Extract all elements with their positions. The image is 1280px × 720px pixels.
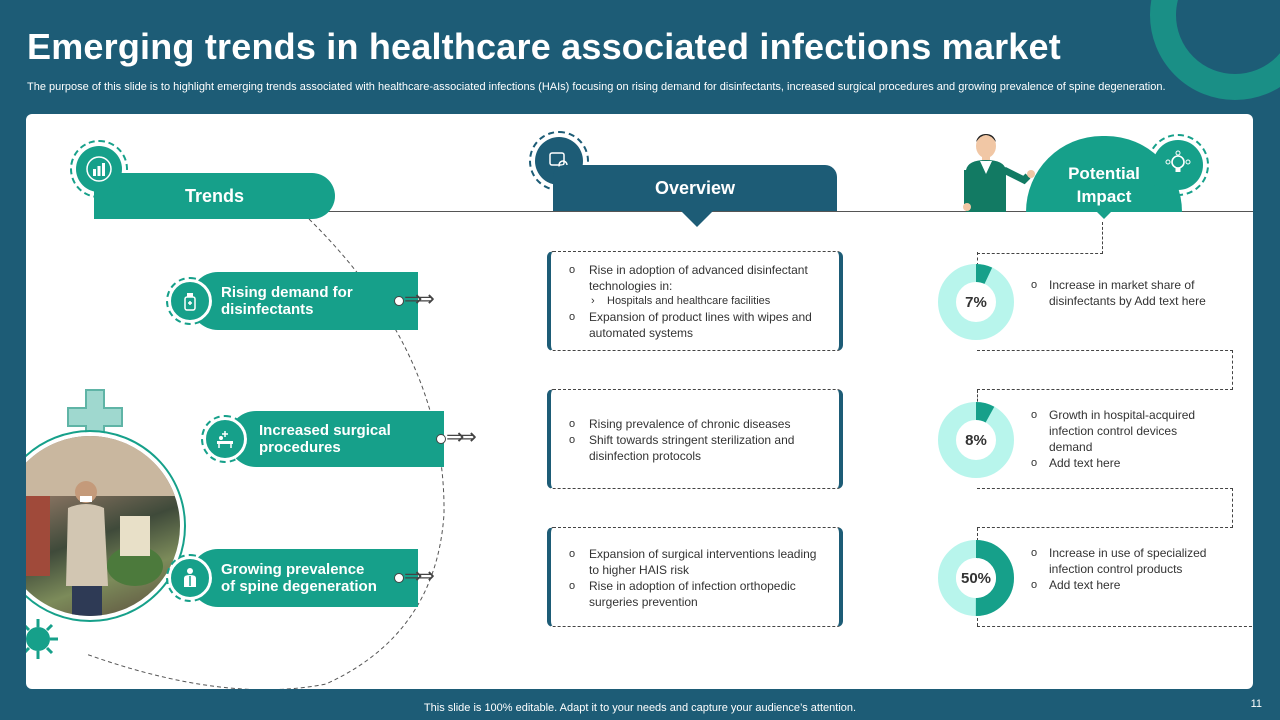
impact-1-arc	[938, 264, 1014, 340]
impact-connector-top	[977, 222, 1103, 254]
trends-arc	[85, 218, 445, 689]
header-divider	[326, 211, 1253, 212]
impact-donut-3: 50%	[937, 539, 1015, 617]
trends-header: Trends	[94, 173, 335, 219]
idea-bulb-icon	[1153, 140, 1203, 190]
trend-3-arrow: ⇒⇒	[404, 563, 435, 588]
trend-3-line1: Growing prevalence	[221, 561, 365, 578]
spine-person-icon	[166, 554, 214, 602]
overview-1-sub-bullet: Hospitals and healthcare facilities	[565, 294, 829, 309]
impact-donut-2: 8%	[937, 401, 1015, 479]
disinfectant-icon	[166, 277, 214, 325]
impact-3-arc	[938, 540, 1014, 616]
impact-3-bullet-1: Increase in use of specialized infection…	[1029, 545, 1219, 577]
impact-2-percent: 8%	[965, 432, 987, 449]
impact-2-arc	[938, 402, 1014, 478]
impact-2-bullet-2: Add text here	[1029, 455, 1219, 471]
impact-connector-drop	[977, 252, 978, 266]
overview-3-bullet-2: Rise in adoption of infection orthopedic…	[565, 578, 829, 610]
impact-donut-1: 7%	[937, 263, 1015, 341]
impact-connector-5	[977, 390, 978, 406]
impact-pointer	[1096, 211, 1112, 219]
impact-title-line1: Potential	[1068, 164, 1140, 183]
patient-photo	[26, 430, 186, 622]
impact-text-3: Increase in use of specialized infection…	[1029, 545, 1219, 593]
impact-2-bullet-1: Growth in hospital-acquired infection co…	[1029, 407, 1219, 455]
overview-pointer	[681, 211, 713, 227]
presenter-figure	[963, 134, 1035, 212]
impact-text-1: Increase in market share of disinfectant…	[1029, 277, 1219, 309]
impact-icon-ring	[1147, 134, 1209, 196]
trend-2-arrow: ⇒⇒	[446, 424, 477, 449]
overview-card-2: Rising prevalence of chronic diseases Sh…	[547, 389, 843, 489]
impact-3-percent: 50%	[961, 570, 991, 587]
page-subtitle: The purpose of this slide is to highligh…	[27, 81, 1166, 93]
impact-title-line2: Impact	[1076, 187, 1132, 206]
page-title: Emerging trends in healthcare associated…	[27, 26, 1061, 67]
overview-1-bullet-1: Rise in adoption of advanced disinfectan…	[565, 262, 829, 294]
virus-icon	[26, 619, 58, 659]
overview-1-bullet-2: Expansion of product lines with wipes an…	[565, 309, 829, 341]
trend-2-node	[436, 434, 446, 444]
overview-3-bullet-1: Expansion of surgical interventions lead…	[565, 546, 829, 578]
impact-2-donut-svg: 8%	[938, 402, 1014, 478]
impact-3-donut-svg: 50%	[938, 540, 1014, 616]
trend-2-line2: procedures	[259, 439, 341, 456]
trend-3-line2: of spine degeneration	[221, 578, 377, 595]
impact-1-percent: 7%	[965, 294, 987, 311]
overview-2-bullet-1: Rising prevalence of chronic diseases	[565, 416, 829, 432]
trend-2-line1: Increased surgical	[259, 422, 391, 439]
impact-1-bullet-1: Increase in market share of disinfectant…	[1029, 277, 1219, 309]
impact-connector-2	[977, 488, 1233, 528]
impact-1-donut-svg: 7%	[938, 264, 1014, 340]
trend-1-line2: disinfectants	[221, 301, 314, 318]
overview-header: Overview	[553, 165, 837, 211]
impact-connector-1	[977, 350, 1233, 390]
trends-icon-ring	[70, 140, 128, 198]
overview-card-3: Expansion of surgical interventions lead…	[547, 527, 843, 627]
impact-text-2: Growth in hospital-acquired infection co…	[1029, 407, 1219, 471]
trend-1-arrow: ⇒⇒	[404, 286, 435, 311]
impact-connector-4	[977, 626, 1253, 627]
surgery-icon	[201, 415, 249, 463]
trend-1-line1: Rising demand for	[221, 284, 353, 301]
page-number: 11	[1250, 698, 1262, 710]
trend-3-node	[394, 573, 404, 583]
overview-card-1: Rise in adoption of advanced disinfectan…	[547, 251, 843, 351]
chart-icon	[76, 146, 122, 192]
footer-note: This slide is 100% editable. Adapt it to…	[423, 702, 857, 714]
trend-1-node	[394, 296, 404, 306]
overview-2-bullet-2: Shift towards stringent sterilization an…	[565, 432, 829, 464]
content-panel: Trends Overview Potential Impact	[26, 114, 1253, 689]
impact-3-bullet-2: Add text here	[1029, 577, 1219, 593]
